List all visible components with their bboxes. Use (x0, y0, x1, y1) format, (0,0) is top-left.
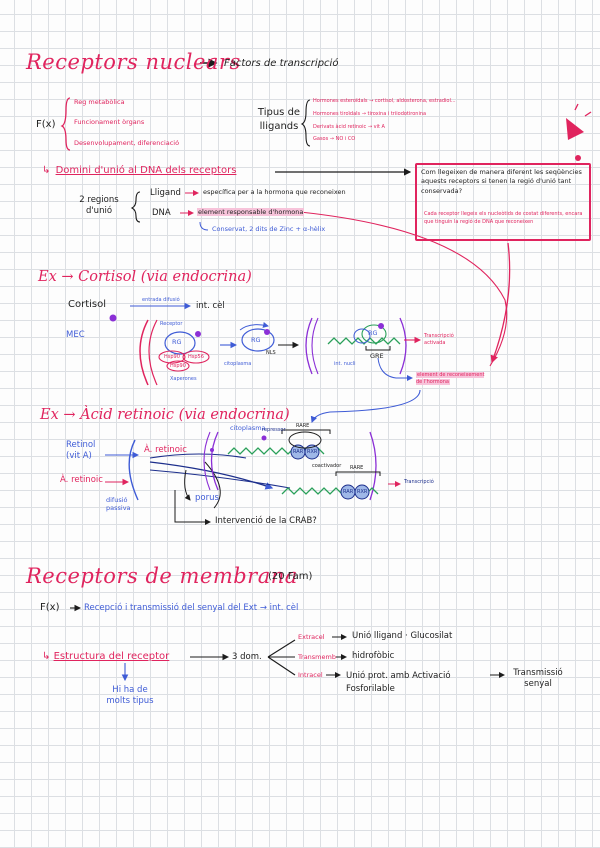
hsp-label-1: Hsp90 (164, 355, 180, 360)
transmissio-label: Transmissió senyal (508, 668, 568, 690)
tipus-item-1: Hormones esteroïdals → cortisol, aldoste… (313, 99, 456, 104)
cell-membrane (140, 320, 148, 385)
heading-receptors-nuclears: Receptors nuclears (26, 52, 241, 73)
int-cel-label: int. cèl (196, 302, 225, 311)
fx2-desc: Recepció i transmissió del senyal del Ex… (84, 604, 298, 613)
ex-retinoic-heading: Ex → Àcid retinoic (via endocrina) (40, 408, 290, 423)
element-reconeixement: element de reconeixement de l'hormona (416, 372, 492, 386)
transmemb-label: Transmemb (298, 654, 336, 661)
crab-label: Intervenció de la CRAB? (215, 517, 317, 526)
transcripcio2-label: Transcripció (404, 480, 434, 485)
fx-item-1: Reg metabòlica (74, 99, 125, 106)
conservat-hook (200, 222, 208, 230)
fx2-label: F(x) (40, 603, 59, 613)
citoplasma-label: citoplasma (224, 362, 251, 367)
arrow-element-rare (312, 390, 420, 422)
cortisol-entry-label: entrada difusió (142, 298, 180, 303)
arrow-retinoic-nucleus (150, 462, 272, 488)
cortisol-dot (110, 315, 117, 322)
nls-label: NLS (266, 351, 276, 356)
transmemb-desc: hidrofòbic (352, 652, 394, 661)
ex-cortisol-heading: Ex → Cortisol (via endocrina) (38, 270, 252, 285)
rare-label-1: RARE (296, 424, 309, 429)
rxr-label-1: RXR (307, 450, 317, 455)
rar-label-1: RAR (293, 450, 303, 455)
hsp-label-3: Hsp90 (170, 364, 186, 369)
box-question-text: Com llegeixen de manera diferent les seq… (421, 168, 587, 196)
extracel-label: Extracel (298, 634, 325, 641)
xaperones-label: Xaperones (170, 377, 197, 382)
membrana-count: (20 Fam) (268, 572, 312, 582)
extracel-desc: Unió lligand · Glucosilat (352, 632, 452, 641)
tipus-item-2: Hormones tiroïdals → tiroxina i triiodot… (313, 112, 426, 117)
tipus-lligands-label: Tipus de lligands (254, 106, 304, 133)
conservat-desc: Conservat, 2 dits de Zinc + α-hèlix (212, 226, 325, 233)
dna-label: DNA (152, 209, 171, 218)
mec-label: MEC (66, 331, 85, 340)
rxr-label-2: RXR (357, 490, 367, 495)
intracel-label: Intracel (298, 672, 323, 679)
cell-membrane-2 (129, 440, 138, 500)
tipus-item-3: Derivats àcid retinoic → vit A (313, 125, 385, 130)
rar-label-2: RAR (343, 490, 353, 495)
difusio-label: difusió passiva (106, 496, 146, 513)
heading-receptors-membrana: Receptors de membrana (26, 566, 298, 587)
box-answer-text: Cada receptor llegeix els nucleòtids de … (424, 211, 586, 226)
int-nuclei-label: int. nucli (334, 362, 356, 367)
rg-label-2: RG (251, 337, 261, 344)
rg-label-1: RG (172, 339, 182, 346)
regions-unio: 2 regions d'unió (70, 195, 128, 217)
porus-label: porus (195, 494, 219, 503)
a-retinoic-label-1: À. retinoic (144, 446, 187, 455)
cortisol-label: Cortisol (68, 300, 106, 310)
fx-item-2: Funcionament òrgans (74, 119, 144, 126)
coactivador-label: coactivador (312, 464, 341, 469)
nuclear-membrane-2 (212, 432, 219, 490)
fx-brace (62, 98, 70, 150)
domini-unio-dna: ↳ Domini d'unió al DNA dels receptors (42, 166, 238, 176)
intracel-desc: Unió prot. amb Activació Fosforilable (346, 670, 488, 696)
citoplasma2-label: citoplasma (230, 425, 266, 432)
estructura-label: ↳ Estructura del receptor (42, 652, 169, 662)
regions-brace (132, 192, 140, 222)
rg-label-3: RG (368, 330, 378, 337)
dna-desc: element responsable d'hormona (197, 209, 304, 216)
receptor-label: Receptor (160, 322, 182, 327)
retinol-label: Retinol (vit A) (66, 440, 110, 461)
transcripcio-activada: Transcripció activada (424, 333, 474, 346)
repressor-label: repressor (262, 428, 286, 433)
fx-item-3: Desenvolupament, diferenciació (74, 140, 179, 147)
lligand-label: Lligand (150, 189, 181, 198)
factors-transcripcio: Factors de transcripció (224, 59, 338, 69)
tipus-item-4: Gasos → NO i CO (313, 137, 355, 142)
lligand-desc: específica per a la hormona que reconeix… (203, 189, 346, 196)
nuclear-membrane (306, 318, 312, 374)
gre-label: GRE (370, 353, 384, 360)
hsp-label-2: Hsp56 (188, 355, 204, 360)
a-retinoic-label-2: À. retinoic (60, 476, 103, 485)
rare-label-2: RARE (350, 466, 363, 471)
dom3-label: 3 dom. (232, 653, 262, 662)
fx-label: F(x) (36, 120, 55, 130)
megaphone-icon (566, 118, 584, 140)
hi-ha-molts-tipus: Hi ha de molts tipus (100, 685, 160, 707)
